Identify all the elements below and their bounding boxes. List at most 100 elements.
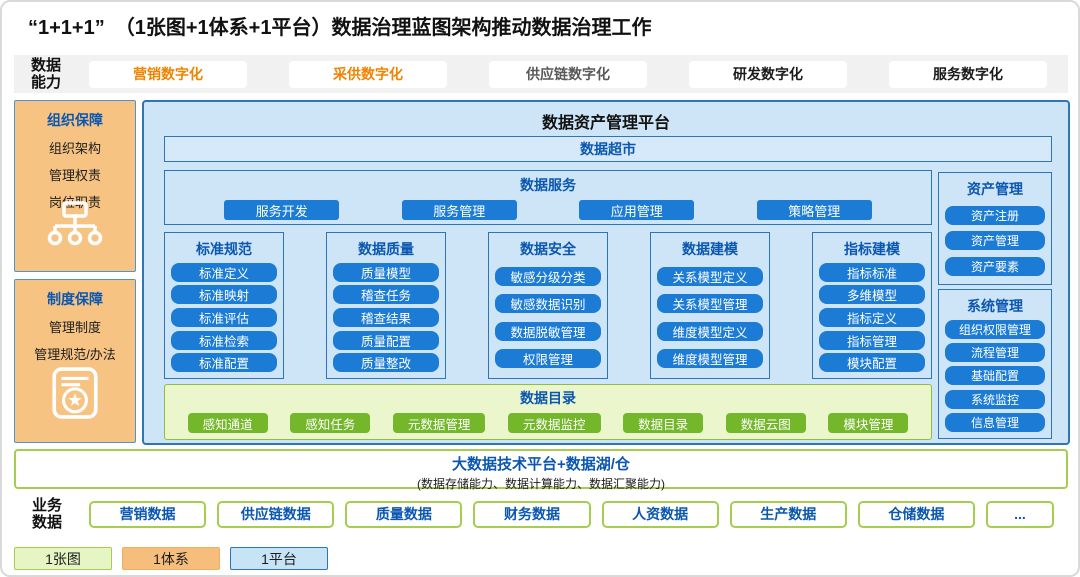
legend: 1张图 1体系 1平台 bbox=[14, 547, 328, 570]
capability-button[interactable]: 服务数字化 bbox=[889, 60, 1047, 88]
system-management-box: 系统管理 组织权限管理流程管理基础配置系统监控信息管理 bbox=[938, 289, 1052, 439]
module-button[interactable]: 标准配置 bbox=[171, 353, 277, 373]
module-button[interactable]: 敏感分级分类 bbox=[495, 267, 601, 287]
module-button[interactable]: 策略管理 bbox=[756, 200, 872, 220]
column-quality: 数据质量 质量模型稽查任务稽查结果质量配置质量整改 bbox=[326, 232, 446, 379]
module-button[interactable]: 资产要素 bbox=[945, 256, 1045, 276]
business-data-buttons: 营销数据供应链数据质量数据财务数据人资数据生产数据仓储数据... bbox=[89, 500, 1054, 528]
module-button[interactable]: 服务开发 bbox=[224, 200, 340, 220]
capability-strip-label: 数据能力 bbox=[31, 57, 62, 91]
module-button[interactable]: 标准评估 bbox=[171, 307, 277, 327]
policy-guarantee-box: 制度保障 管理制度管理规范/办法 bbox=[14, 279, 136, 443]
module-columns: 标准规范 标准定义标准映射标准评估标准检索标准配置 数据质量 质量模型稽查任务稽… bbox=[164, 232, 932, 379]
module-button[interactable]: 维度模型定义 bbox=[657, 321, 763, 341]
organization-guarantee-title: 组织保障 bbox=[47, 112, 103, 128]
business-data-button[interactable]: 仓储数据 bbox=[857, 500, 975, 528]
data-asset-platform: 数据资产管理平台 数据超市 数据服务 服务开发 服务管理 应用管理 策略管理 标准规范… bbox=[142, 100, 1070, 445]
module-button[interactable]: 指标定义 bbox=[819, 307, 925, 327]
business-data-button[interactable]: 生产数据 bbox=[729, 500, 847, 528]
sidebar-item: 管理权责 bbox=[48, 168, 101, 183]
module-button[interactable]: 信息管理 bbox=[945, 412, 1045, 432]
policy-guarantee-title: 制度保障 bbox=[47, 291, 103, 307]
data-catalog-box: 数据目录 感知通道感知任务元数据管理元数据监控数据目录数据云图模块管理 bbox=[164, 384, 932, 440]
business-data-button[interactable]: 人资数据 bbox=[601, 500, 719, 528]
bigdata-platform-box: 大数据技术平台+数据湖/仓 (数据存储能力、数据计算能力、数据汇聚能力) bbox=[14, 449, 1068, 491]
capability-buttons: 营销数字化 采供数字化 供应链数字化 研发数字化 服务数字化 bbox=[89, 60, 1047, 88]
module-button[interactable]: 权限管理 bbox=[495, 348, 601, 368]
module-button[interactable]: 敏感数据识别 bbox=[495, 294, 601, 314]
column-standards: 标准规范 标准定义标准映射标准评估标准检索标准配置 bbox=[164, 232, 284, 379]
module-button[interactable]: 感知任务 bbox=[290, 413, 371, 433]
business-data-button[interactable]: 质量数据 bbox=[345, 500, 463, 528]
capability-button[interactable]: 研发数字化 bbox=[689, 60, 847, 88]
business-data-button[interactable]: ... bbox=[985, 500, 1054, 528]
business-data-button[interactable]: 营销数据 bbox=[89, 500, 207, 528]
module-button[interactable]: 质量配置 bbox=[333, 330, 439, 350]
asset-management-title: 资产管理 bbox=[967, 181, 1023, 197]
module-button[interactable]: 基础配置 bbox=[945, 366, 1045, 386]
business-data-button[interactable]: 供应链数据 bbox=[217, 500, 335, 528]
column-title: 数据安全 bbox=[520, 241, 576, 257]
asset-management-box: 资产管理 资产注册资产管理资产要素 bbox=[938, 172, 1052, 285]
policy-guarantee-items: 管理制度管理规范/办法 bbox=[15, 317, 135, 363]
module-button[interactable]: 指标标准 bbox=[819, 262, 925, 282]
column-title: 标准规范 bbox=[196, 241, 252, 257]
module-button[interactable]: 组织权限管理 bbox=[945, 320, 1045, 340]
organization-guarantee-items: 组织架构管理权责岗位职责 bbox=[15, 138, 135, 211]
module-button[interactable]: 关系模型管理 bbox=[657, 294, 763, 314]
data-mart-bar[interactable]: 数据超市 bbox=[164, 136, 1052, 162]
business-data-row: 业务数据 营销数据供应链数据质量数据财务数据人资数据生产数据仓储数据... bbox=[14, 493, 1068, 535]
data-service-title: 数据服务 bbox=[520, 177, 576, 193]
legend-item: 1张图 bbox=[14, 547, 112, 570]
bigdata-platform-subtitle: (数据存储能力、数据计算能力、数据汇聚能力) bbox=[417, 477, 665, 491]
module-button[interactable]: 数据云图 bbox=[725, 413, 806, 433]
platform-title: 数据资产管理平台 bbox=[541, 115, 670, 132]
module-button[interactable]: 感知通道 bbox=[187, 413, 268, 433]
system-management-title: 系统管理 bbox=[967, 298, 1023, 314]
module-button[interactable]: 模块配置 bbox=[819, 353, 925, 373]
module-button[interactable]: 标准定义 bbox=[171, 262, 277, 282]
module-button[interactable]: 元数据管理 bbox=[392, 413, 486, 433]
sidebar-item: 管理规范/办法 bbox=[34, 347, 116, 362]
column-title: 指标建模 bbox=[844, 241, 900, 257]
module-button[interactable]: 稽查任务 bbox=[333, 285, 439, 305]
data-catalog-buttons: 感知通道 感知任务 元数据管理 元数据监控 数据目录 数据云图 模块管理 bbox=[165, 413, 931, 433]
org-chart-icon bbox=[47, 201, 103, 246]
column-modeling: 数据建模 关系模型定义关系模型管理维度模型定义维度模型管理 bbox=[650, 232, 770, 379]
legend-item: 1体系 bbox=[122, 547, 220, 570]
business-data-label: 业务数据 bbox=[32, 497, 63, 531]
module-button[interactable]: 应用管理 bbox=[579, 200, 695, 220]
policy-document-icon bbox=[52, 367, 98, 419]
column-indicator-modeling: 指标建模 指标标准多维模型指标定义指标管理模块配置 bbox=[812, 232, 932, 379]
module-button[interactable]: 维度模型管理 bbox=[657, 348, 763, 368]
column-title: 数据质量 bbox=[358, 241, 414, 257]
module-button[interactable]: 元数据监控 bbox=[507, 413, 601, 433]
module-button[interactable]: 标准检索 bbox=[171, 330, 277, 350]
module-button[interactable]: 系统监控 bbox=[945, 389, 1045, 409]
module-button[interactable]: 服务管理 bbox=[401, 200, 517, 220]
column-title: 数据建模 bbox=[682, 241, 738, 257]
module-button[interactable]: 多维模型 bbox=[819, 285, 925, 305]
capability-button[interactable]: 营销数字化 bbox=[89, 60, 247, 88]
module-button[interactable]: 标准映射 bbox=[171, 285, 277, 305]
module-button[interactable]: 模块管理 bbox=[828, 413, 909, 433]
capability-button[interactable]: 供应链数字化 bbox=[489, 60, 647, 88]
module-button[interactable]: 稽查结果 bbox=[333, 307, 439, 327]
module-button[interactable]: 关系模型定义 bbox=[657, 267, 763, 287]
data-catalog-title: 数据目录 bbox=[520, 390, 576, 406]
module-button[interactable]: 数据目录 bbox=[623, 413, 704, 433]
page-title: “1+1+1” （1张图+1体系+1平台）数据治理蓝图架构推动数据治理工作 bbox=[28, 17, 652, 39]
module-button[interactable]: 指标管理 bbox=[819, 330, 925, 350]
module-button[interactable]: 数据脱敏管理 bbox=[495, 321, 601, 341]
module-button[interactable]: 质量整改 bbox=[333, 353, 439, 373]
sidebar-item: 组织架构 bbox=[48, 141, 101, 156]
data-service-box: 数据服务 服务开发 服务管理 应用管理 策略管理 bbox=[164, 170, 932, 225]
module-button[interactable]: 流程管理 bbox=[945, 343, 1045, 363]
module-button[interactable]: 资产注册 bbox=[945, 205, 1045, 225]
capability-button[interactable]: 采供数字化 bbox=[289, 60, 447, 88]
module-button[interactable]: 质量模型 bbox=[333, 262, 439, 282]
business-data-button[interactable]: 财务数据 bbox=[473, 500, 591, 528]
module-button[interactable]: 资产管理 bbox=[945, 231, 1045, 250]
capability-strip: 数据能力 营销数字化 采供数字化 供应链数字化 研发数字化 服务数字化 bbox=[14, 55, 1068, 93]
